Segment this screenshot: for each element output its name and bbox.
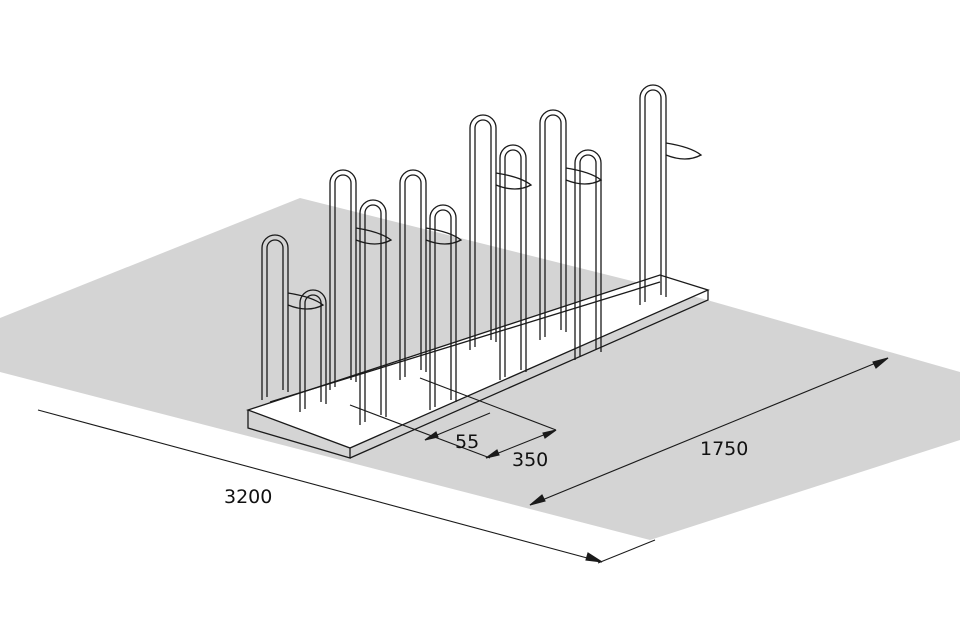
rack-hoop <box>639 84 667 305</box>
rack-hoop <box>399 169 427 380</box>
rack-hoop <box>574 149 602 360</box>
rack-hoop <box>539 109 567 340</box>
rack-wheel-holder <box>355 227 393 245</box>
extension-line-2 <box>419 377 557 431</box>
rack-hoop-inner <box>404 174 422 377</box>
length-extension-line <box>597 539 656 564</box>
rack-hoop-inner <box>544 114 562 337</box>
rack-hoop <box>429 204 457 410</box>
rack-hoop <box>499 144 527 380</box>
rack-wheel-holder <box>495 172 533 190</box>
rack-wheel-holder <box>287 292 325 310</box>
rack-hoop <box>261 234 289 400</box>
rack-hoop-inner <box>434 209 452 407</box>
rack-hoop-inner <box>579 154 597 357</box>
depth-arrow-start <box>529 494 546 506</box>
rack-hoop-inner <box>304 294 322 409</box>
rack-base-front <box>247 410 351 459</box>
rack-hoop-inner <box>266 239 284 397</box>
extension-line-1 <box>349 404 491 459</box>
spacing-arrow-end <box>542 429 557 439</box>
length-label: 3200 <box>224 486 273 508</box>
depth-dimension-line <box>529 357 889 506</box>
depth-label: 1750 <box>700 438 749 460</box>
depth-arrow-end <box>872 357 889 369</box>
rack-hoop <box>299 289 327 412</box>
rack-wheel-holder <box>665 142 703 160</box>
rack-hoop-inner <box>334 174 352 387</box>
rack-hoop-inner <box>364 204 382 422</box>
rack-hoop-inner <box>644 89 662 302</box>
rack-base-side <box>349 290 709 459</box>
dimension-lines <box>37 357 889 564</box>
rack-hoop-inner <box>474 119 492 347</box>
rack-hoop-inner <box>504 149 522 377</box>
spacing-arrow-start <box>485 449 500 459</box>
gap-label: 55 <box>455 431 480 453</box>
bike-rack <box>246 84 710 459</box>
rack-wheel-holder <box>425 227 463 245</box>
rack-hoop <box>359 199 387 425</box>
rack-hoop <box>329 169 357 390</box>
length-arrow <box>585 552 603 563</box>
rack-hoop <box>469 114 497 350</box>
spacing-label: 350 <box>512 449 549 471</box>
length-dimension-line <box>37 409 603 563</box>
